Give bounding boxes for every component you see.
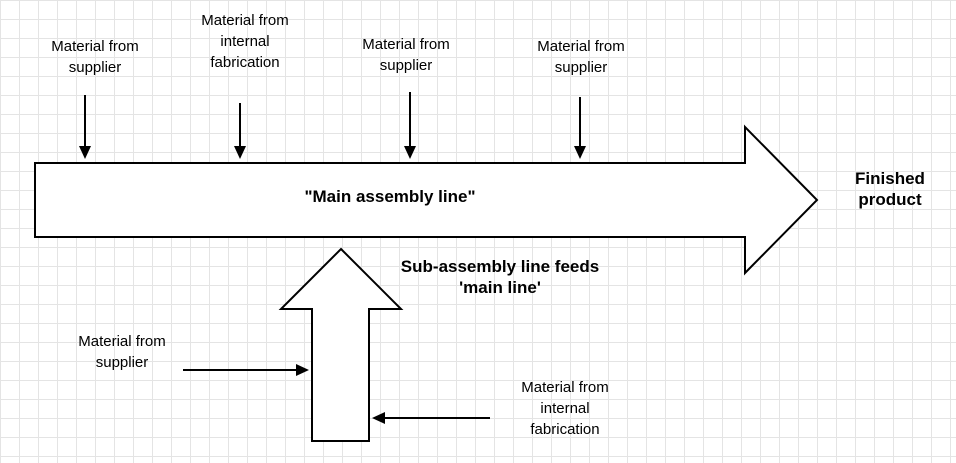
finished-product-label: Finished product <box>855 169 925 209</box>
arrow-head <box>372 412 385 424</box>
arrow-head <box>296 364 309 376</box>
main-assembly-line-label: "Main assembly line" <box>304 187 476 206</box>
top-input-label-supplier-3: Material from supplier <box>537 38 625 76</box>
sub-assembly-arrow <box>278 247 404 442</box>
arrow-head <box>234 146 246 159</box>
down-arrow-icon <box>404 92 416 159</box>
down-arrow-icon <box>574 97 586 159</box>
left-arrow-icon <box>372 412 490 424</box>
down-arrow-icon <box>234 103 246 159</box>
sub-assembly-label: Sub-assembly line feeds 'main line' <box>400 257 600 297</box>
top-input-label-supplier-2: Material from supplier <box>362 36 450 74</box>
arrow-head <box>574 146 586 159</box>
down-arrow-icon <box>79 95 91 159</box>
top-input-label-internal-fabrication: Material from internal fabrication <box>201 12 289 71</box>
sub-right-input-label: Material from internal fabrication <box>521 379 609 438</box>
right-arrow-icon <box>183 364 309 376</box>
arrow-head <box>79 146 91 159</box>
top-input-label-supplier-1: Material from supplier <box>51 38 139 76</box>
sub-left-input-label: Material from supplier <box>78 333 166 371</box>
arrow-head <box>404 146 416 159</box>
main-assembly-arrow <box>34 124 819 276</box>
